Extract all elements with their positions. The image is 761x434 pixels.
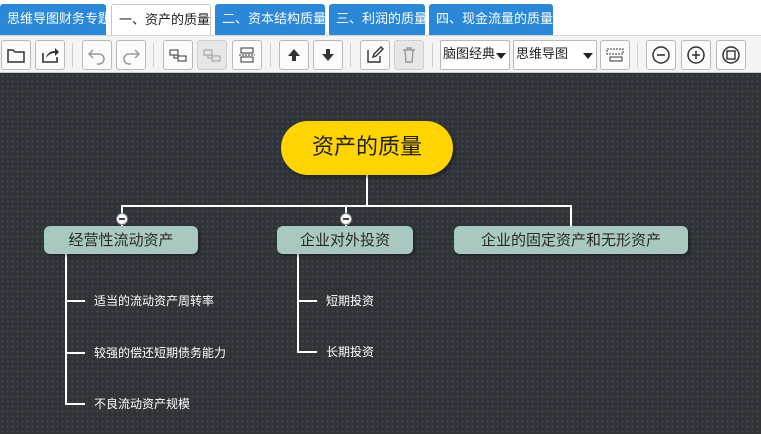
edit-button[interactable] (360, 40, 390, 70)
connector-leaf (297, 300, 317, 302)
chevron-down-icon (496, 53, 506, 59)
leaf-node[interactable]: 长期投资 (326, 345, 375, 359)
collapse-toggle-icon[interactable] (116, 213, 128, 225)
redo-icon (123, 49, 141, 65)
redo-button[interactable] (116, 40, 146, 70)
insert-parent-icon (239, 47, 255, 63)
theme-select-value: 脑图经典 (443, 47, 496, 62)
connector-root (366, 175, 368, 207)
insert-sibling-icon (203, 49, 221, 62)
mindmap-canvas[interactable]: 资产的质量 经营性流动资产 企业对外投资 企业的固定资产和无形资产 适当的流动资… (0, 74, 761, 434)
toolbar-separator (153, 43, 154, 67)
root-node[interactable]: 资产的质量 (281, 121, 453, 175)
expand-level-button[interactable] (600, 40, 630, 70)
leaf-node[interactable]: 适当的流动资产周转率 (94, 294, 215, 308)
open-button[interactable] (1, 40, 31, 70)
insert-child-button[interactable] (163, 40, 193, 70)
fit-view-button[interactable] (716, 40, 746, 70)
theme-select[interactable]: 脑图经典 (440, 40, 510, 70)
collapse-toggle-icon[interactable] (340, 213, 352, 225)
toolbar-separator (350, 43, 351, 67)
connector-branch-2-children (297, 254, 299, 353)
toolbar-separator (72, 43, 73, 67)
branch-node-investments[interactable]: 企业对外投资 (277, 226, 413, 254)
layout-select[interactable]: 思维导图 (513, 40, 597, 70)
zoom-in-icon (687, 46, 705, 64)
tab-bar: 思维导图财务专题 一、资产的质量 二、资本结构质量 三、利润的质量 四、现金流量… (0, 0, 761, 35)
export-icon (42, 48, 59, 63)
move-up-button[interactable] (279, 40, 309, 70)
tab-profit-quality[interactable]: 三、利润的质量 (329, 4, 427, 35)
branch-node-fixed-assets[interactable]: 企业的固定资产和无形资产 (454, 226, 688, 254)
expand-level-icon (606, 48, 624, 62)
zoom-out-icon (652, 46, 670, 64)
undo-button[interactable] (82, 40, 112, 70)
folder-icon (7, 49, 25, 63)
leaf-node[interactable]: 较强的偿还短期债务能力 (94, 346, 227, 360)
leaf-node[interactable]: 短期投资 (326, 294, 375, 308)
connector-leaf (65, 352, 85, 354)
toolbar-separator (637, 43, 638, 67)
delete-button[interactable] (394, 40, 424, 70)
fit-view-icon (722, 46, 740, 64)
connector-branch-3 (570, 205, 572, 226)
leaf-node[interactable]: 不良流动资产规模 (94, 397, 191, 411)
zoom-out-button[interactable] (646, 40, 676, 70)
tab-capital-structure[interactable]: 二、资本结构质量 (215, 4, 326, 35)
tab-asset-quality[interactable]: 一、资产的质量 (111, 4, 211, 35)
move-down-icon (322, 49, 334, 61)
tab-finance-topic[interactable]: 思维导图财务专题 (0, 4, 111, 35)
move-up-icon (288, 49, 300, 61)
chevron-down-icon (583, 53, 593, 59)
undo-icon (87, 49, 105, 65)
branch-node-operating-assets[interactable]: 经营性流动资产 (44, 226, 198, 254)
toolbar-separator (270, 43, 271, 67)
connector-leaf (65, 300, 85, 302)
connector-leaf (297, 351, 317, 353)
zoom-in-button[interactable] (681, 40, 711, 70)
tab-cash-flow[interactable]: 四、现金流量的质量 (429, 4, 553, 35)
insert-parent-button[interactable] (232, 40, 262, 70)
toolbar: 脑图经典 思维导图 (0, 35, 761, 73)
connector-branch-1-children (65, 254, 67, 405)
toolbar-separator (432, 43, 433, 67)
delete-icon (403, 47, 415, 63)
edit-icon (367, 46, 384, 63)
layout-select-value: 思维导图 (516, 47, 569, 62)
connector-leaf (65, 403, 85, 405)
move-down-button[interactable] (313, 40, 343, 70)
export-button[interactable] (35, 40, 65, 70)
insert-child-icon (169, 49, 187, 62)
insert-sibling-button[interactable] (197, 40, 227, 70)
